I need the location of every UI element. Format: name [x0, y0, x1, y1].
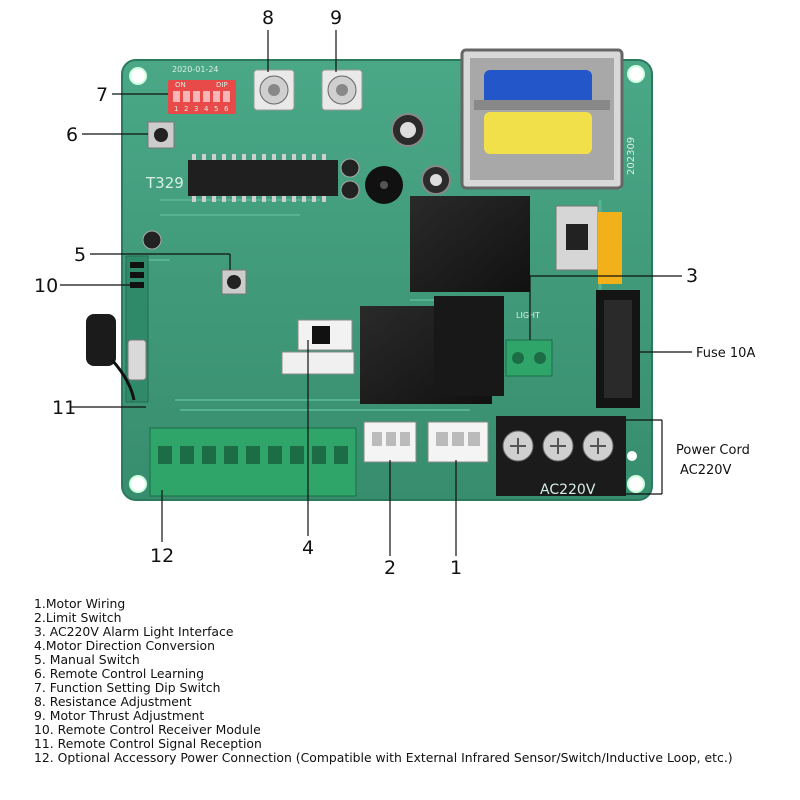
legend-item: 10. Remote Control Receiver Module [34, 722, 261, 737]
thrust-potentiometer [321, 69, 363, 111]
motor-connector [427, 421, 489, 463]
white-header [281, 351, 355, 375]
dip-switch: ON DIP 1 2 3 4 5 6 2020-01-24 [168, 65, 236, 114]
transformer-code: 202309 [626, 137, 637, 175]
callout-1: 1 [450, 557, 462, 579]
relays [360, 196, 530, 404]
callout-8: 8 [262, 7, 274, 29]
transformer: 202309 [460, 48, 637, 190]
callout-10: 10 [34, 275, 58, 297]
legend-item: 5. Manual Switch [34, 652, 140, 667]
limit-switch-connector [363, 421, 417, 463]
legend-item: 8. Resistance Adjustment [34, 694, 192, 709]
legend-list: 1.Motor Wiring 2.Limit Switch 3. AC220V … [34, 597, 794, 765]
capacitors [142, 113, 451, 250]
board-date: 2020-01-24 [172, 65, 219, 74]
receiver-module [125, 255, 149, 403]
light-label: LIGHT [516, 311, 540, 320]
power-voltage-label: AC220V [680, 463, 732, 478]
callout-12: 12 [150, 545, 174, 567]
dip-number: 3 [194, 105, 198, 113]
callout-11: 11 [52, 397, 76, 419]
dip-number: 4 [204, 105, 209, 113]
power-terminal: AC220V [496, 416, 637, 498]
callout-9: 9 [330, 7, 342, 29]
dip-number: 6 [224, 105, 229, 113]
legend-item: 11. Remote Control Signal Reception [34, 736, 262, 751]
dip-number: 1 [174, 105, 178, 113]
callout-7: 7 [96, 84, 108, 106]
power-cord-label: Power Cord [676, 443, 750, 458]
fuse-holder [596, 290, 640, 408]
dip-number: 2 [184, 105, 188, 113]
regulator-heatsink [555, 205, 622, 284]
dip-number: 5 [214, 105, 218, 113]
legend-item: 6. Remote Control Learning [34, 666, 205, 681]
fuse-label: Fuse 10A [696, 346, 755, 361]
legend-item: 9. Motor Thrust Adjustment [34, 708, 205, 723]
legend-item: 1.Motor Wiring [34, 596, 126, 611]
direction-switch [297, 319, 353, 351]
antenna [86, 314, 136, 401]
terminal-voltage: AC220V [540, 482, 596, 498]
board-model: T329 [145, 174, 184, 192]
learn-button [147, 121, 175, 149]
dip-on-label: ON [175, 81, 186, 89]
accessory-terminal-block [149, 427, 357, 497]
resistance-potentiometer [253, 69, 295, 111]
manual-button [221, 269, 247, 295]
legend-item: 2.Limit Switch [34, 610, 122, 625]
callout-2: 2 [384, 557, 396, 579]
legend-item: 7. Function Setting Dip Switch [34, 680, 221, 695]
legend-item: 12. Optional Accessory Power Connection … [34, 750, 733, 765]
legend-item: 3. AC220V Alarm Light Interface [34, 624, 234, 639]
microcontroller-chip: T329 [145, 154, 338, 202]
callout-3: 3 [686, 265, 698, 287]
buzzer [365, 166, 403, 204]
callout-4: 4 [302, 537, 314, 559]
alarm-light-terminal: LIGHT [505, 311, 553, 377]
legend-item: 4.Motor Direction Conversion [34, 638, 215, 653]
callouts: 8 9 7 6 5 10 3 Fuse 10A 11 Power Cord AC… [34, 7, 755, 579]
callout-5: 5 [74, 244, 86, 266]
callout-6: 6 [66, 124, 78, 146]
dip-label: DIP [216, 81, 228, 89]
